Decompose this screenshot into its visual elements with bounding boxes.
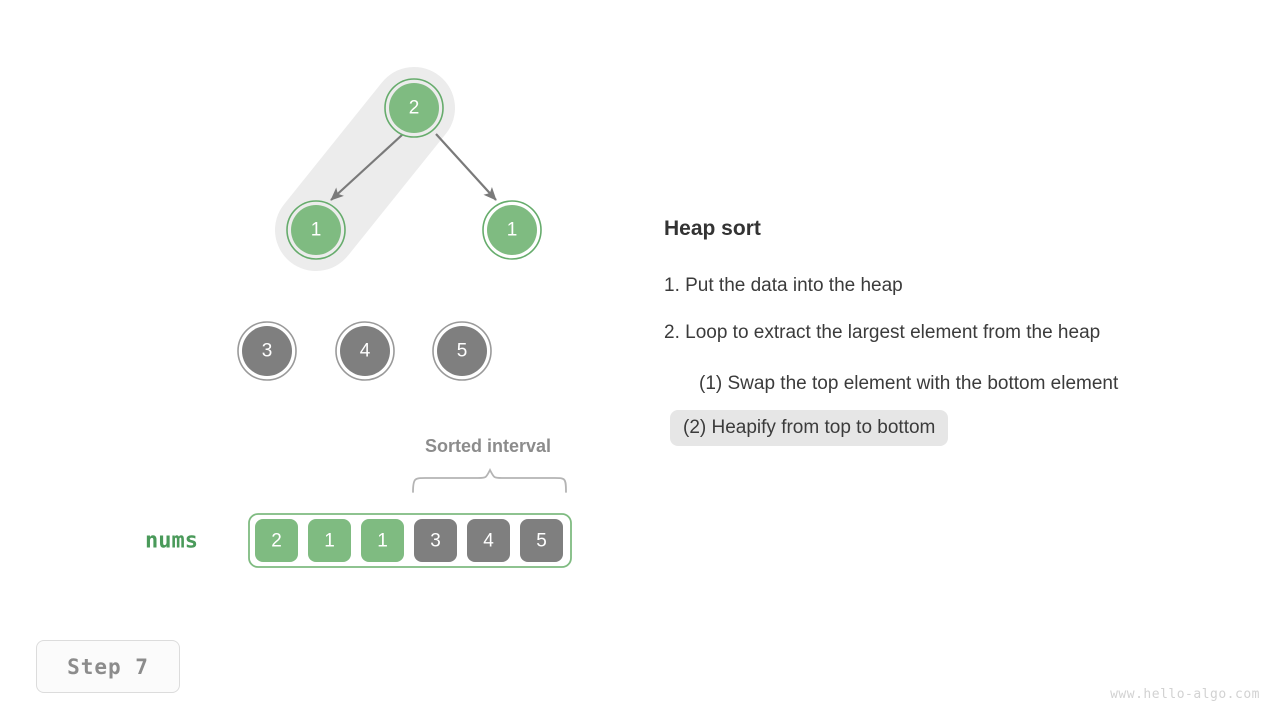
cell-value: 3 xyxy=(430,531,441,552)
extracted-node-5[interactable]: 5 xyxy=(432,321,492,381)
array-name-label: nums xyxy=(145,529,198,554)
node-value: 3 xyxy=(262,341,273,362)
array-outline xyxy=(248,513,572,568)
node-fill xyxy=(487,205,537,255)
node-value: 1 xyxy=(311,220,322,241)
algorithm-steps-panel: Heap sort 1. Put the data into the heap … xyxy=(664,216,1244,454)
node-value: 5 xyxy=(457,341,468,362)
node-fill xyxy=(437,326,487,376)
cell-box xyxy=(361,519,404,562)
tree-node-right[interactable]: 1 xyxy=(482,200,542,260)
node-fill xyxy=(242,326,292,376)
node-value: 1 xyxy=(507,220,518,241)
cell-box xyxy=(520,519,563,562)
sorted-interval-brace xyxy=(412,467,567,493)
heap-tree-diagram: 2 1 1 3 4 5 Sorted interv xyxy=(145,67,572,568)
cell-value: 1 xyxy=(377,531,388,552)
tree-node-left[interactable]: 1 xyxy=(286,200,346,260)
array-cell-2[interactable]: 1 xyxy=(361,519,404,562)
array-cell-0[interactable]: 2 xyxy=(255,519,298,562)
node-ring xyxy=(384,78,444,138)
array-cell-4[interactable]: 4 xyxy=(467,519,510,562)
extracted-node-4[interactable]: 4 xyxy=(335,321,395,381)
algorithm-substep-1-wrap: (1) Swap the top element with the bottom… xyxy=(664,366,1244,410)
cell-value: 2 xyxy=(271,531,282,552)
node-ring xyxy=(432,321,492,381)
cell-value: 5 xyxy=(536,531,547,552)
edge-root-left xyxy=(330,134,403,201)
node-fill xyxy=(291,205,341,255)
tree-edges xyxy=(330,133,497,201)
algorithm-step-2: 2. Loop to extract the largest element f… xyxy=(664,321,1101,343)
array-cell-3[interactable]: 3 xyxy=(414,519,457,562)
array-cell-1[interactable]: 1 xyxy=(308,519,351,562)
algorithm-step-1: 1. Put the data into the heap xyxy=(664,275,903,297)
node-ring xyxy=(237,321,297,381)
cell-box xyxy=(467,519,510,562)
cell-value: 1 xyxy=(324,531,335,552)
cell-box xyxy=(308,519,351,562)
diagram-panel: 2 1 1 3 4 5 Sorted interv xyxy=(145,67,572,568)
step-badge: Step 7 xyxy=(36,640,180,693)
page-title: Heap sort xyxy=(664,217,761,240)
node-value: 2 xyxy=(409,98,420,119)
algorithm-substep-1: (1) Swap the top element with the bottom… xyxy=(699,373,1119,395)
node-fill xyxy=(389,83,439,133)
watermark: www.hello-algo.com xyxy=(1110,687,1260,702)
sorted-interval-label: Sorted interval xyxy=(425,436,551,456)
array-cell-5[interactable]: 5 xyxy=(520,519,563,562)
extracted-node-3[interactable]: 3 xyxy=(237,321,297,381)
algorithm-substep-2-active: (2) Heapify from top to bottom xyxy=(670,410,949,446)
tree-node-root[interactable]: 2 xyxy=(384,78,444,138)
node-value: 4 xyxy=(360,341,371,362)
cell-box xyxy=(414,519,457,562)
node-ring xyxy=(482,200,542,260)
edge-root-right xyxy=(435,133,497,201)
node-ring xyxy=(286,200,346,260)
cell-value: 4 xyxy=(483,531,494,552)
node-fill xyxy=(340,326,390,376)
algorithm-substep-2-wrap: (2) Heapify from top to bottom xyxy=(664,410,1244,454)
cell-box xyxy=(255,519,298,562)
node-ring xyxy=(335,321,395,381)
